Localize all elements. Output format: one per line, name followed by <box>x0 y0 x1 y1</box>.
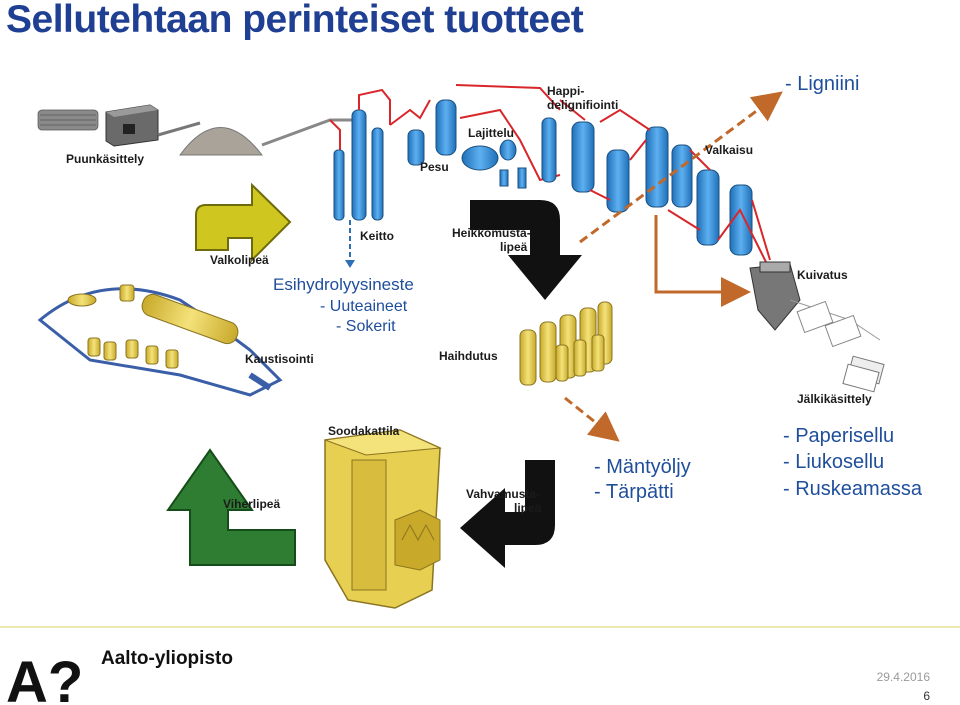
pulp-product-arrow <box>654 215 751 307</box>
green-liquor-arrow <box>166 448 296 566</box>
label-heikkomustalipea-line2: lipeä <box>500 240 528 254</box>
label-vahvamustalipea-line2: lipeä <box>514 501 542 515</box>
product-ruskeamassa: - Ruskeamassa <box>783 478 922 500</box>
label-vahvamustalipea-line1: Vahvamusta- <box>466 487 541 501</box>
label-keitto: Keitto <box>360 229 394 243</box>
product-liukosellu: - Liukosellu <box>783 451 885 473</box>
label-haihdutus: Haihdutus <box>439 349 498 363</box>
washing-screening-illustration <box>407 84 561 189</box>
label-happi-line2: delignifiointi <box>547 98 619 112</box>
university-name: Aalto-yliopisto <box>101 648 233 669</box>
wood-handling-illustration <box>37 104 360 156</box>
footer-divider <box>0 626 960 628</box>
drying-illustration <box>749 261 885 393</box>
bleaching-illustration <box>559 99 771 271</box>
cooking-illustration <box>329 88 431 268</box>
slide-date: 29.4.2016 <box>876 670 930 684</box>
label-kaustisointi: Kaustisointi <box>245 352 314 366</box>
label-puunkasittely: Puunkäsittely <box>66 152 145 166</box>
label-jalkikasittely: Jälkikäsittely <box>797 392 872 406</box>
label-kuivatus: Kuivatus <box>797 268 848 282</box>
page-number: 6 <box>923 689 930 703</box>
strong-black-liquor-arrow <box>460 460 555 568</box>
evaporation-illustration <box>519 301 613 386</box>
label-soodakattila: Soodakattila <box>328 424 400 438</box>
product-paperisellu: - Paperisellu <box>783 425 895 447</box>
product-tarpatti: - Tärpätti <box>594 481 674 503</box>
slide-title: Sellutehtaan perinteiset tuotteet <box>6 0 584 41</box>
label-happi-line1: Happi- <box>547 84 585 98</box>
label-heikkomustalipea-line1: Heikkomusta- <box>452 226 531 240</box>
product-esihydrolyysineste-title: Esihydrolyysineste <box>273 275 414 294</box>
tall-oil-arrow <box>564 396 620 442</box>
aalto-logo-mark: A? <box>6 650 83 705</box>
label-viherlipea: Viherlipeä <box>223 497 281 511</box>
recovery-boiler-illustration <box>324 429 442 609</box>
product-ligniini: - Ligniini <box>785 73 860 95</box>
product-uuteaineet: - Uuteaineet <box>320 298 408 315</box>
label-valkaisu: Valkaisu <box>705 143 754 157</box>
causticizing-illustration <box>37 284 283 397</box>
svg-text:A?: A? <box>6 650 83 705</box>
label-lajittelu: Lajittelu <box>468 126 515 140</box>
white-liquor-arrow <box>195 182 292 263</box>
label-pesu: Pesu <box>420 160 449 174</box>
product-sokerit: - Sokerit <box>336 318 396 335</box>
label-valkolipea: Valkolipeä <box>210 253 269 267</box>
weak-black-liquor-arrow <box>470 200 582 300</box>
product-mantyoljy: - Mäntyöljy <box>594 456 691 478</box>
